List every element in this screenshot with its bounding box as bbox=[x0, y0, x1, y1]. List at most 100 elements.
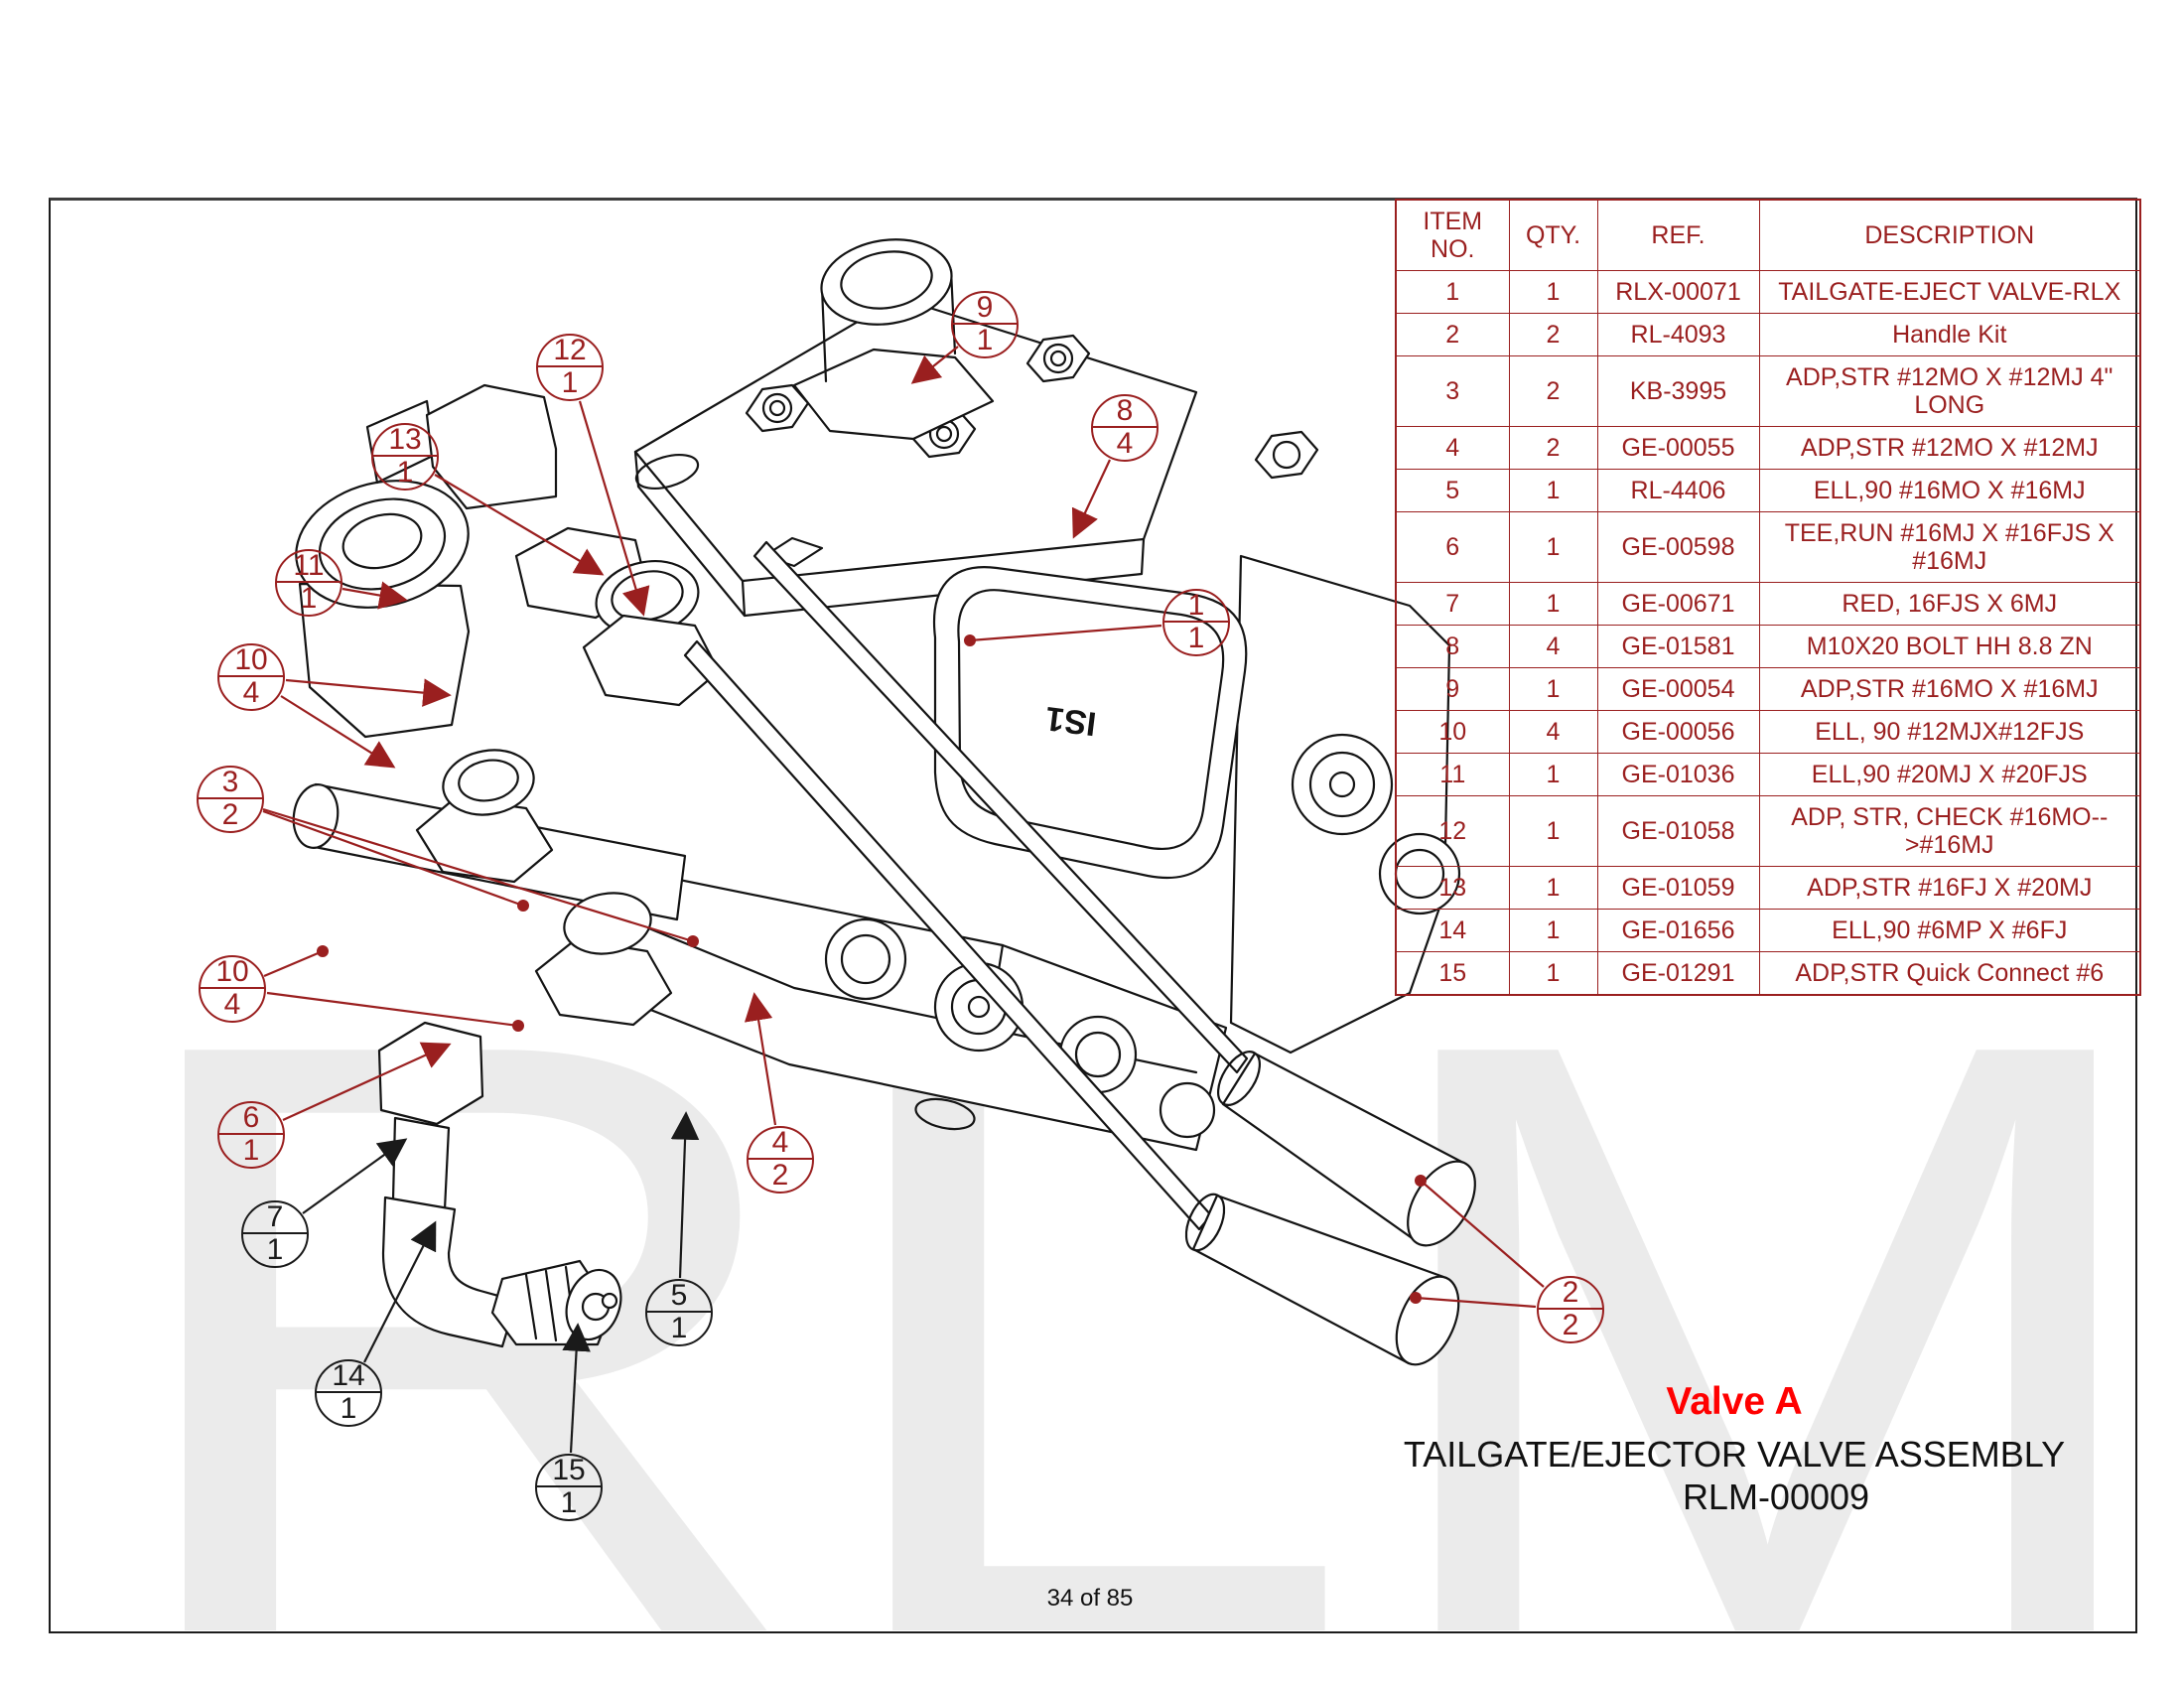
qty-cell: 4 bbox=[1508, 625, 1598, 668]
balloon-item: 13 bbox=[373, 425, 437, 457]
desc-cell: ADP,STR #12MO X #12MJ bbox=[1758, 426, 2141, 470]
balloon-qty: 1 bbox=[266, 1233, 284, 1266]
header-ref: REF. bbox=[1596, 199, 1760, 271]
qty-cell: 2 bbox=[1508, 313, 1598, 356]
qty-cell: 1 bbox=[1508, 795, 1598, 867]
desc-cell: TEE,RUN #16MJ X #16FJS X #16MJ bbox=[1758, 511, 2141, 583]
table-header-row: ITEM NO. QTY. REF. DESCRIPTION bbox=[1395, 199, 2141, 271]
balloon-qty: 4 bbox=[223, 988, 241, 1021]
ref-cell: GE-01581 bbox=[1596, 625, 1760, 668]
item-cell: 9 bbox=[1395, 667, 1510, 711]
item-cell: 11 bbox=[1395, 753, 1510, 796]
assembly-part-number: RLM-00009 bbox=[1682, 1477, 1870, 1518]
leader-dots bbox=[317, 634, 1427, 1304]
top-fitting bbox=[792, 238, 995, 441]
ref-cell: GE-00598 bbox=[1596, 511, 1760, 583]
handle-1 bbox=[752, 540, 1476, 1247]
balloon-qty: 1 bbox=[396, 456, 414, 489]
balloon-item: 1 bbox=[1164, 591, 1228, 623]
balloon-item: 6 bbox=[219, 1103, 283, 1135]
balloon-item: 11 bbox=[277, 551, 341, 583]
ref-cell: RL-4093 bbox=[1596, 313, 1760, 356]
balloon-item: 10 bbox=[201, 957, 264, 989]
balloon-item: 10 bbox=[219, 645, 283, 677]
ref-cell: GE-01058 bbox=[1596, 795, 1760, 867]
qty-cell: 1 bbox=[1508, 866, 1598, 910]
leader-lines bbox=[262, 346, 1545, 1454]
qty-cell: 1 bbox=[1508, 511, 1598, 583]
qty-cell: 2 bbox=[1508, 426, 1598, 470]
ref-cell: GE-00056 bbox=[1596, 710, 1760, 754]
desc-cell: ADP,STR #16FJ X #20MJ bbox=[1758, 866, 2141, 910]
item-cell: 14 bbox=[1395, 909, 1510, 952]
balloon-item: 12 bbox=[538, 336, 602, 367]
desc-cell: Handle Kit bbox=[1758, 313, 2141, 356]
desc-cell: ELL,90 #6MP X #6FJ bbox=[1758, 909, 2141, 952]
item-cell: 15 bbox=[1395, 951, 1510, 996]
desc-cell: ELL,90 #16MO X #16MJ bbox=[1758, 469, 2141, 512]
ref-cell: GE-00054 bbox=[1596, 667, 1760, 711]
body-embossed-label: IS1 bbox=[1043, 699, 1098, 743]
balloon-item: 4 bbox=[749, 1128, 812, 1160]
balloon-item: 3 bbox=[199, 768, 262, 799]
balloon-item: 8 bbox=[1093, 396, 1157, 428]
balloon-item: 7 bbox=[243, 1202, 307, 1234]
header-description: DESCRIPTION bbox=[1758, 199, 2141, 271]
balloon-qty: 1 bbox=[242, 1134, 260, 1167]
handle-2 bbox=[683, 639, 1460, 1366]
qty-cell: 1 bbox=[1508, 270, 1598, 314]
ref-cell: GE-00671 bbox=[1596, 582, 1760, 626]
valve-cover: IS1 bbox=[932, 566, 1248, 880]
qty-cell: 1 bbox=[1508, 582, 1598, 626]
balloon-item: 5 bbox=[647, 1281, 711, 1313]
qty-cell: 2 bbox=[1508, 355, 1598, 427]
valve-label: Valve A bbox=[1666, 1380, 1803, 1423]
balloon-qty: 1 bbox=[340, 1392, 357, 1425]
ref-cell: GE-00055 bbox=[1596, 426, 1760, 470]
header-item-no: ITEM NO. bbox=[1395, 199, 1510, 271]
page-number: 34 of 85 bbox=[1046, 1585, 1134, 1612]
qty-cell: 1 bbox=[1508, 909, 1598, 952]
desc-cell: M10X20 BOLT HH 8.8 ZN bbox=[1758, 625, 2141, 668]
desc-cell: ADP, STR, CHECK #16MO-->#16MJ bbox=[1758, 795, 2141, 867]
desc-cell: ADP,STR #16MO X #16MJ bbox=[1758, 667, 2141, 711]
balloon-item: 14 bbox=[317, 1361, 380, 1393]
balloon-qty: 2 bbox=[771, 1159, 789, 1192]
desc-cell: ADP,STR Quick Connect #6 bbox=[1758, 951, 2141, 996]
red-leaders bbox=[262, 346, 1545, 1309]
elbow-fittings bbox=[415, 749, 673, 1027]
item-cell: 12 bbox=[1395, 795, 1510, 867]
black-leaders bbox=[302, 1111, 700, 1454]
balloon-qty: 1 bbox=[1187, 622, 1205, 654]
desc-cell: ADP,STR #12MO X #12MJ 4" LONG bbox=[1758, 355, 2141, 427]
balloon-qty: 2 bbox=[1562, 1309, 1579, 1341]
item-cell: 8 bbox=[1395, 625, 1510, 668]
item-cell: 10 bbox=[1395, 710, 1510, 754]
balloon-qty: 1 bbox=[670, 1312, 688, 1344]
